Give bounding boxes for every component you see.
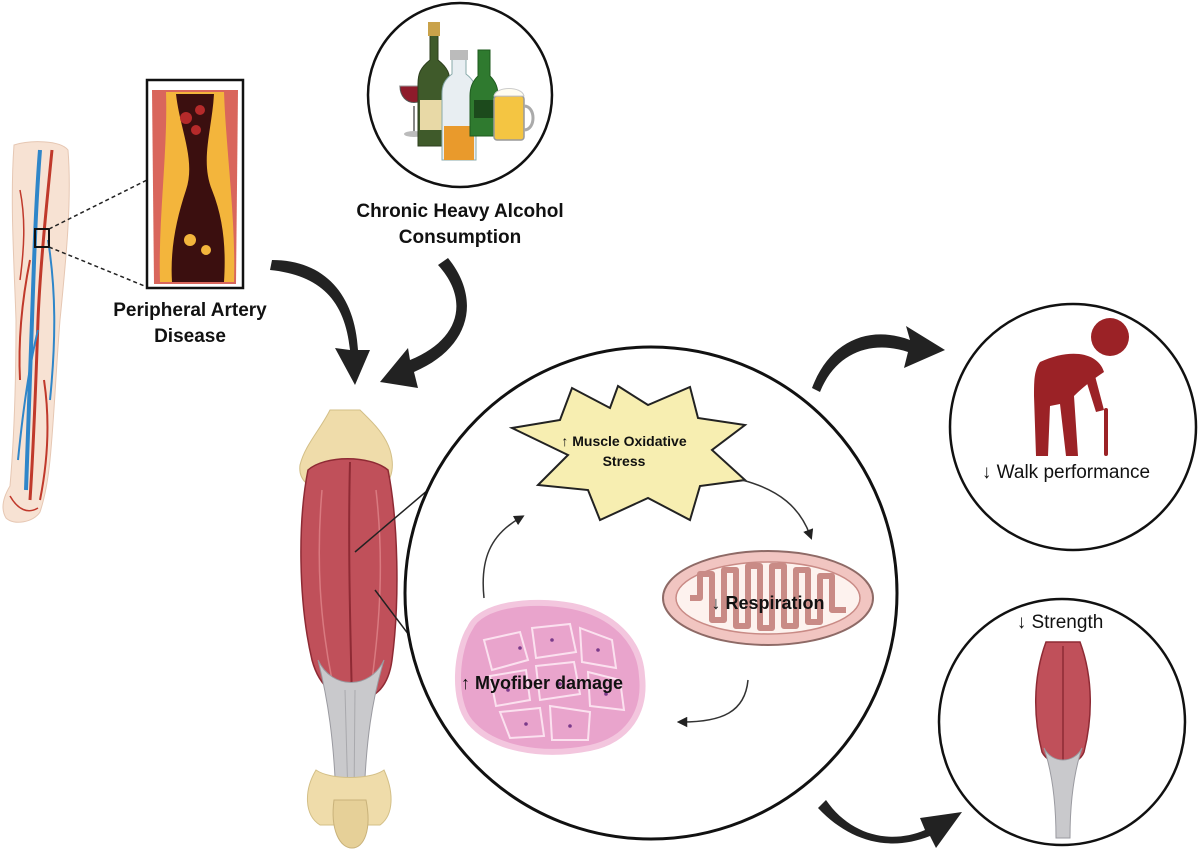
walk-label: ↓ Walk performance [982, 462, 1150, 483]
pad-label-line2: Disease [154, 326, 226, 347]
mitochondrion [662, 550, 874, 646]
alcohol-to-muscle-arrow [380, 258, 467, 388]
hunched-person-icon [1034, 318, 1129, 456]
zoom-line-top [48, 179, 148, 230]
artery-plaque-inset [145, 78, 245, 290]
cycle-arrow-stress-to-mito [741, 479, 814, 540]
stress-label-line1: ↑ Muscle Oxidative [561, 433, 686, 449]
oxidative-stress-starburst [508, 384, 748, 522]
zoom-region-box [34, 228, 50, 248]
alcohol-label-line1: Chronic Heavy Alcohol [356, 201, 563, 222]
stress-label-line2: Stress [603, 453, 646, 469]
alcohol-icon-circle [366, 1, 554, 189]
zoom-line-bottom [48, 246, 148, 288]
pad-to-muscle-arrow [270, 260, 370, 385]
to-strength-arrow [818, 800, 962, 848]
to-walk-arrow [812, 326, 945, 392]
small-calf-muscle-icon [1034, 641, 1092, 839]
myofiber-label: ↑ Myofiber damage [461, 673, 623, 693]
myofiber-tissue [454, 599, 646, 755]
cycle-arrow-mito-to-myofiber [676, 679, 749, 728]
respiration-label: ↓ Respiration [711, 593, 824, 613]
calf-muscle-illustration [299, 409, 398, 849]
pad-label-line1: Peripheral Artery [113, 300, 267, 321]
strength-label: ↓ Strength [1017, 612, 1104, 633]
cycle-arrow-myofiber-to-stress [482, 515, 525, 599]
alcohol-label-line2: Consumption [399, 227, 521, 248]
leg-vessel-illustration [2, 141, 70, 523]
